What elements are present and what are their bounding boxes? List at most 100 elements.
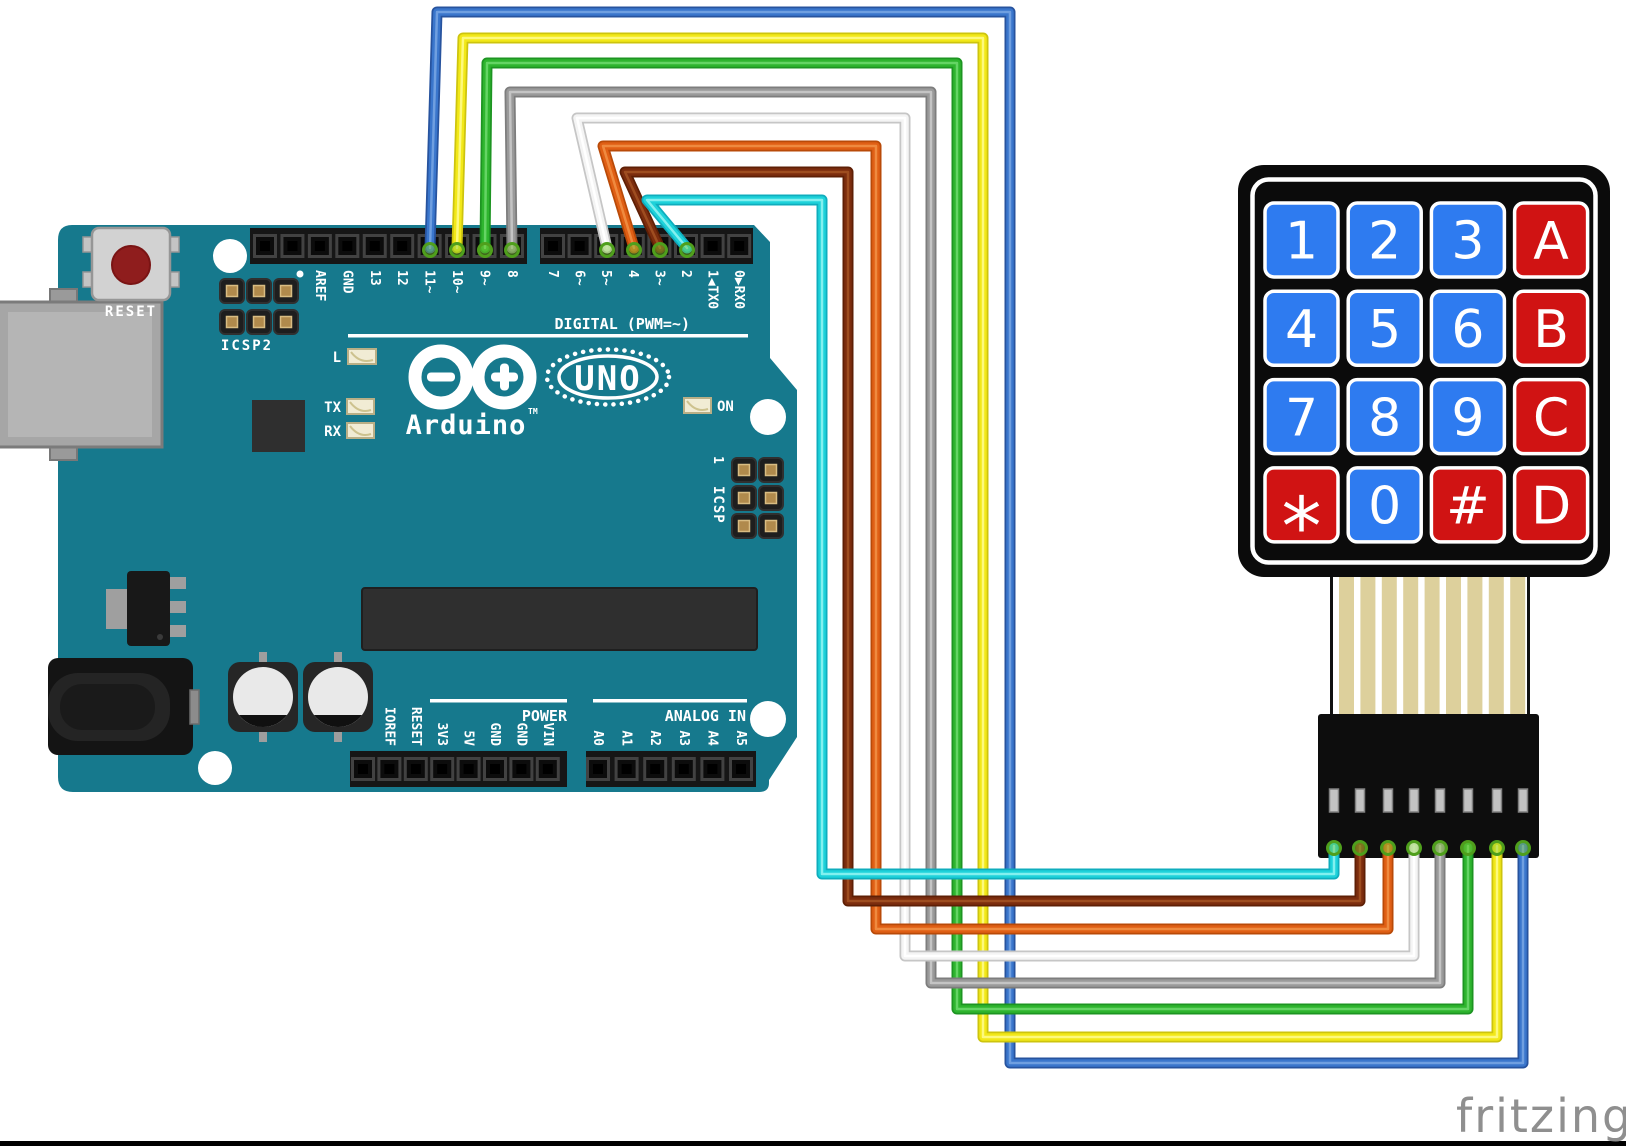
connection-point <box>1489 840 1505 856</box>
analog-section-line <box>593 699 747 703</box>
header-pin-hole <box>260 241 270 251</box>
pin-label-GND: GND <box>339 270 354 294</box>
keypad-connector[interactable] <box>1318 714 1539 858</box>
wire-brown-pin3[interactable] <box>619 166 1366 907</box>
icsp-header[interactable] <box>731 457 784 539</box>
wire-green-pin9[interactable] <box>479 57 1474 1015</box>
pin-label-5: 5~ <box>598 270 613 286</box>
connection-point <box>679 242 695 258</box>
mounting-hole <box>213 239 247 273</box>
keypad-inner-outline <box>1250 177 1598 565</box>
capacitor-lead <box>334 730 342 742</box>
led-tx-label: TX <box>324 400 341 416</box>
digital-header-right[interactable] <box>540 228 753 264</box>
keypad-key-face[interactable] <box>1346 377 1423 456</box>
header-pin-hole <box>410 764 421 774</box>
power-caption: POWER <box>522 707 568 725</box>
keypad-key-B[interactable]: B <box>1512 289 1590 368</box>
analog-header[interactable] <box>586 751 756 787</box>
arduino-uno-board[interactable]: RESET ICSP2 DIGITAL (PWM=~) POWER ANALOG… <box>0 225 797 792</box>
keypad-key-label: 4 <box>1285 300 1318 360</box>
pin-label-13: 13 <box>367 270 382 286</box>
keypad-key-3[interactable]: 3 <box>1429 201 1507 279</box>
wire-gray-pin8[interactable] <box>504 86 1446 989</box>
uno-badge: UNO <box>544 347 672 407</box>
keypad-key-label: 1 <box>1285 212 1318 272</box>
pin-label-A5: A5 <box>733 730 748 746</box>
reset-button[interactable] <box>82 226 180 302</box>
keypad-key-8[interactable]: 8 <box>1346 377 1423 456</box>
keypad-key-6[interactable]: 6 <box>1429 289 1507 368</box>
keypad-key-0[interactable]: 0 <box>1346 466 1423 544</box>
keypad-key-face[interactable] <box>1346 201 1423 279</box>
icsp-pin-gold <box>764 463 778 477</box>
keypad-key-7[interactable]: 7 <box>1263 377 1340 456</box>
fritzing-logo: fritzing <box>1456 1089 1626 1143</box>
wire-blue-pin11[interactable] <box>424 6 1529 1069</box>
led-on <box>683 397 712 414</box>
keypad-key-face[interactable] <box>1512 201 1590 279</box>
connector-slot <box>1354 788 1366 813</box>
power-header[interactable] <box>350 751 567 787</box>
icsp-pin-gold <box>252 315 266 329</box>
keypad-key-#[interactable]: # <box>1429 466 1507 544</box>
connection-point <box>1326 840 1342 856</box>
keypad-key-D[interactable]: D <box>1512 466 1590 544</box>
reset-button-cap[interactable] <box>111 245 151 285</box>
keypad-key-face[interactable] <box>1263 201 1340 279</box>
connection-point <box>422 242 438 258</box>
capacitor-top <box>233 667 293 727</box>
keypad-key-1[interactable]: 1 <box>1263 201 1340 279</box>
connector-slot <box>1408 788 1420 813</box>
keypad-key-face[interactable] <box>1512 377 1590 456</box>
jumper-wires[interactable] <box>424 6 1529 1069</box>
pin-label-3V3: 3V3 <box>434 723 449 746</box>
header-pin-hole <box>542 764 553 774</box>
header-pin-hole <box>621 764 632 774</box>
keypad-key-2[interactable]: 2 <box>1346 201 1423 279</box>
keypad-key-C[interactable]: C <box>1512 377 1590 456</box>
ribbon-stripe <box>1403 577 1419 715</box>
voltage-regulator <box>106 571 186 646</box>
keypad-key-face[interactable] <box>1429 466 1507 544</box>
connection-point <box>1406 840 1422 856</box>
header-pin-hole <box>369 241 380 251</box>
keypad-key-5[interactable]: 5 <box>1346 289 1423 368</box>
keypad-key-4[interactable]: 4 <box>1263 289 1340 368</box>
keypad-key-face[interactable] <box>1263 466 1340 544</box>
keypad-key-face[interactable] <box>1512 289 1590 368</box>
connector-slot <box>1517 788 1529 813</box>
keypad-key-face[interactable] <box>1512 466 1590 544</box>
keypad-key-face[interactable] <box>1429 289 1507 368</box>
connection-point <box>477 242 493 258</box>
header-pin-hole <box>342 241 353 251</box>
header-pin-hole <box>314 241 325 251</box>
usb-connector <box>0 288 164 461</box>
keypad-key-9[interactable]: 9 <box>1429 377 1507 456</box>
wire-white-pin5[interactable] <box>571 112 1420 962</box>
keypad-key-face[interactable] <box>1263 289 1340 368</box>
ribbon-stripe <box>1424 577 1440 715</box>
pin-label-GND: GND <box>513 723 528 747</box>
keypad-key-face[interactable] <box>1346 466 1423 544</box>
wire-orange-pin4[interactable] <box>597 140 1394 935</box>
icsp-pin-gold <box>279 284 293 298</box>
keypad-key-*[interactable]: * <box>1263 466 1340 574</box>
keypad-key-face[interactable] <box>1346 289 1423 368</box>
header-pin-hole <box>593 764 603 774</box>
ribbon-stripe <box>1446 577 1461 715</box>
wire-cyan-pin2[interactable] <box>641 194 1340 880</box>
keypad-key-face[interactable] <box>1263 377 1340 456</box>
icsp2-header[interactable] <box>219 278 299 335</box>
keypad-key-face[interactable] <box>1429 377 1507 456</box>
keypad-key-face[interactable] <box>1429 201 1507 279</box>
icsp2-label: ICSP2 <box>221 338 273 354</box>
pin-label-2: 2 <box>678 270 693 278</box>
wire-yellow-pin10[interactable] <box>451 32 1503 1043</box>
brand-label: Arduino <box>406 410 527 441</box>
capacitor-lead <box>334 652 342 664</box>
keypad-key-A[interactable]: A <box>1512 201 1590 279</box>
mounting-hole <box>198 751 232 785</box>
